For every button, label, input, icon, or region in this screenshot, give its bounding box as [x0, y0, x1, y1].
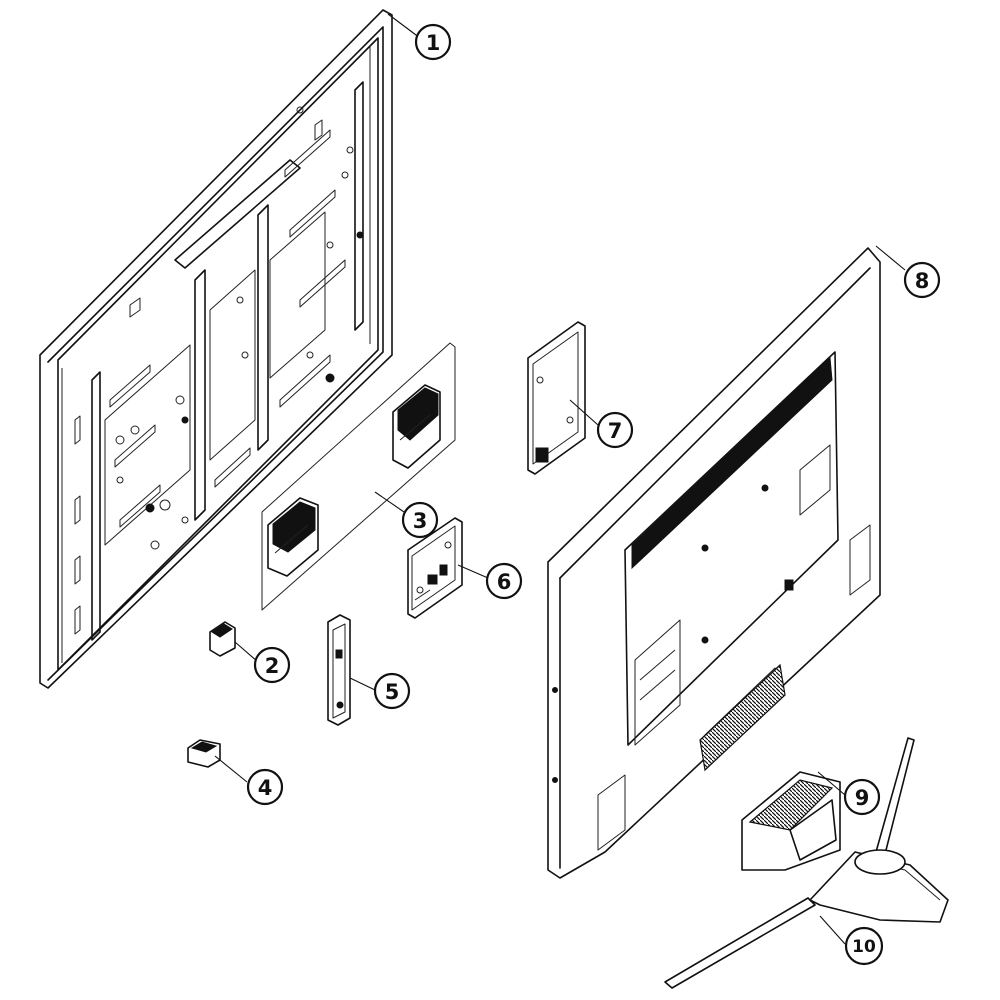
callout-10: 10: [844, 926, 884, 966]
callout-9: 9: [843, 778, 881, 816]
svg-text:4: 4: [258, 776, 273, 800]
part-10-stand-base: [664, 737, 949, 989]
callout-1: 1: [414, 23, 452, 61]
svg-text:6: 6: [497, 570, 512, 594]
callout-2: 2: [253, 646, 291, 684]
part-5-ir-board: [327, 614, 351, 726]
callout-8: 8: [903, 261, 941, 299]
leader-lines: [214, 13, 906, 945]
part-4-button-key: [187, 739, 221, 768]
callout-3: 3: [401, 501, 439, 539]
svg-text:9: 9: [855, 786, 870, 810]
part-1-front-chassis: [39, 9, 393, 689]
speaker-left: [267, 497, 319, 577]
callout-6: 6: [485, 562, 523, 600]
part-2-bracket: [209, 621, 236, 657]
svg-text:5: 5: [385, 680, 400, 704]
callout-4: 4: [246, 768, 284, 806]
speaker-right: [392, 384, 441, 469]
part-7-power-board: [527, 321, 586, 475]
svg-text:7: 7: [608, 419, 623, 443]
part-8-back-cover: [547, 247, 881, 879]
svg-text:2: 2: [265, 654, 280, 678]
svg-text:10: 10: [852, 937, 876, 957]
callout-5: 5: [373, 672, 411, 710]
svg-text:1: 1: [426, 31, 441, 55]
part-6-main-board: [407, 517, 463, 619]
svg-text:3: 3: [413, 509, 428, 533]
part-9-stand-neck: [741, 771, 841, 871]
svg-text:8: 8: [915, 269, 930, 293]
part-3-speakers: [261, 342, 456, 611]
callout-7: 7: [596, 411, 634, 449]
